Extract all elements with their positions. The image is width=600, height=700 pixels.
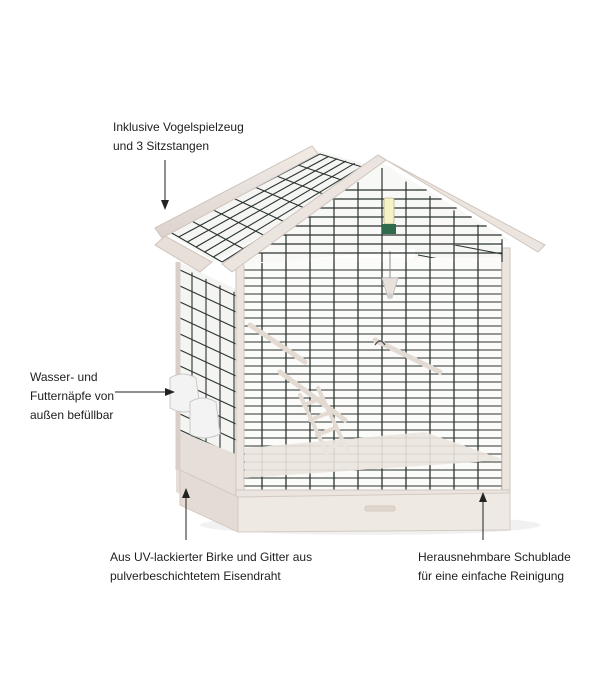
wire-bar: [179, 317, 237, 345]
caption-line: Aus UV-lackierter Birke und Gitter aus: [110, 550, 313, 564]
caption-line: und 3 Sitzstangen: [113, 139, 210, 153]
caption-line: für eine einfache Reinigung: [418, 569, 565, 583]
wire-bar: [204, 162, 355, 253]
perch: [372, 337, 443, 375]
wire-bar: [187, 158, 338, 243]
caption-material: Aus UV-lackierter Birke und Gitter aus p…: [110, 548, 312, 586]
water-bottle: [382, 197, 396, 234]
wire-bar: [213, 165, 364, 258]
caption-external-bowls: Wasser- und Futternäpfe von außen befüll…: [30, 368, 114, 425]
wire-bar: [179, 365, 237, 393]
caption-drawer: Herausnehmbare Schublade für eine einfac…: [418, 548, 571, 586]
caption-line: Inklusive Vogelspielzeug: [113, 120, 244, 134]
wire-bar: [179, 333, 237, 361]
cage-front: [238, 238, 508, 496]
cage-roof: [154, 145, 546, 273]
caption-toys-and-perches: Inklusive Vogelspielzeug und 3 Sitzstang…: [113, 118, 244, 156]
wire-bar: [179, 269, 237, 297]
caption-line: außen befüllbar: [30, 408, 114, 422]
caption-line: Wasser- und: [30, 370, 98, 384]
perch: [247, 322, 308, 365]
wire-bar: [179, 301, 237, 329]
arrow-up-icon: [182, 488, 190, 540]
arrow-down-icon: [161, 160, 169, 210]
cage-base-drawer: [179, 469, 511, 533]
perch: [277, 369, 348, 423]
caption-line: pulverbeschichtetem Eisendraht: [110, 569, 281, 583]
drawer-handle: [364, 505, 396, 512]
arrow-up-icon: [479, 492, 487, 540]
caption-line: Herausnehmbare Schublade: [418, 550, 571, 564]
arrow-right-icon: [115, 388, 175, 396]
wire-bar: [195, 160, 347, 248]
caption-line: Futternäpfe von: [30, 389, 115, 403]
wire-bar: [178, 155, 329, 238]
wire-bar: [179, 285, 237, 313]
wire-bar: [179, 349, 237, 377]
external-bowls: [169, 373, 221, 439]
